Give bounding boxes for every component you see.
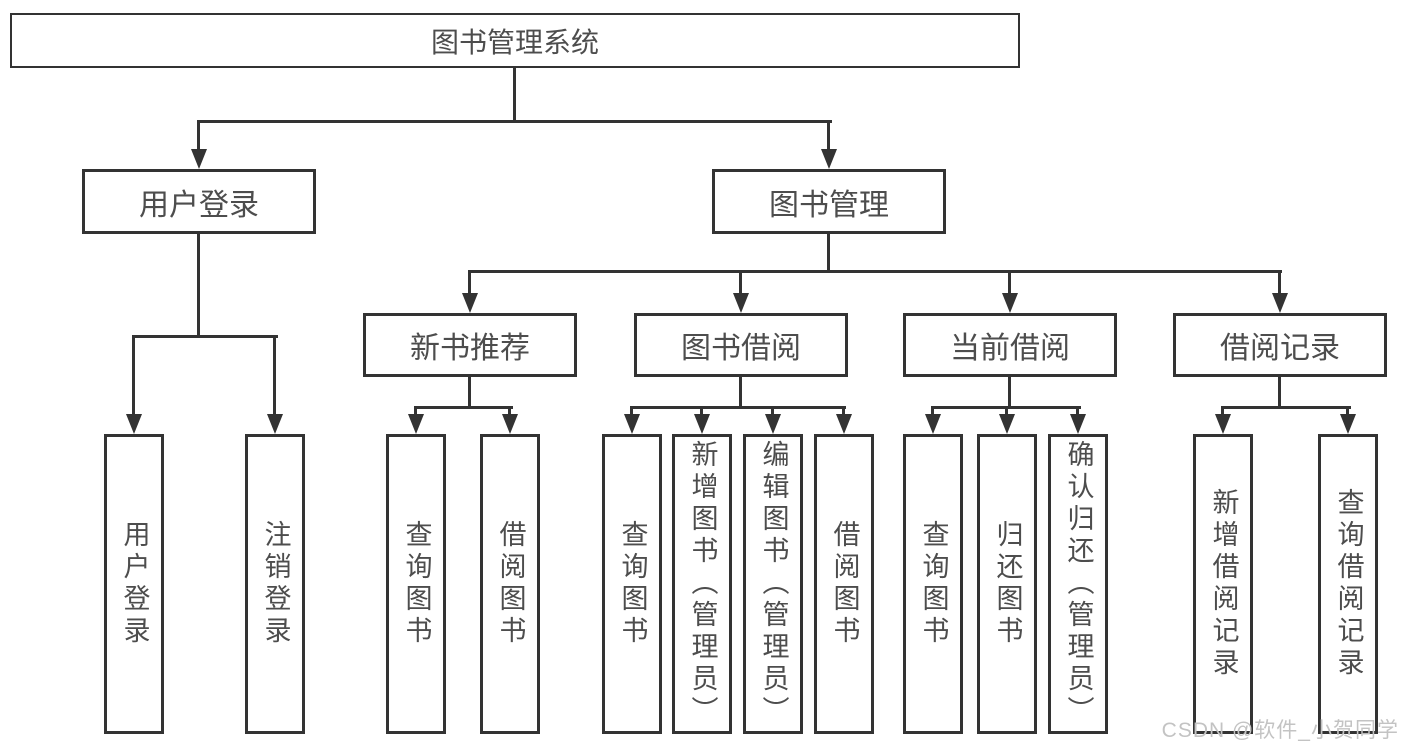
arrowhead-icon <box>821 149 837 169</box>
arrowhead-icon <box>1272 293 1288 313</box>
arrowhead-icon <box>1340 414 1356 434</box>
connector-line <box>197 234 200 338</box>
arrowhead-icon <box>126 414 142 434</box>
connector-line <box>468 377 471 409</box>
connector-line <box>1278 270 1281 298</box>
connector-line <box>197 120 832 123</box>
connector-line <box>1076 406 1079 418</box>
leaf-borrow-books-2: 借阅图书 <box>814 434 874 734</box>
node-current-borrow: 当前借阅 <box>903 313 1117 377</box>
arrowhead-icon <box>267 414 283 434</box>
arrowhead-icon <box>733 293 749 313</box>
connector-line <box>1221 406 1224 418</box>
leaf-label: 借阅图书 <box>495 520 526 648</box>
leaf-label: 注销登录 <box>260 520 291 648</box>
arrowhead-icon <box>462 293 478 313</box>
leaf-label: 查询图书 <box>617 520 648 648</box>
arrowhead-icon <box>999 414 1015 434</box>
connector-line <box>197 120 200 152</box>
arrowhead-icon <box>1070 414 1086 434</box>
leaf-user-login: 用户登录 <box>104 434 164 734</box>
connector-line <box>513 68 516 123</box>
node-user-login: 用户登录 <box>82 169 316 234</box>
connector-line <box>414 406 417 418</box>
leaf-query-books-2: 查询图书 <box>602 434 662 734</box>
arrowhead-icon <box>925 414 941 434</box>
connector-line <box>468 270 471 298</box>
connector-line <box>468 270 1282 273</box>
leaf-label: 查询图书 <box>401 520 432 648</box>
leaf-label: 借阅图书 <box>829 520 860 648</box>
node-borrow-records: 借阅记录 <box>1173 313 1387 377</box>
arrowhead-icon <box>836 414 852 434</box>
connector-line <box>1221 406 1351 409</box>
leaf-borrow-books-1: 借阅图书 <box>480 434 540 734</box>
connector-line <box>827 234 830 273</box>
leaf-label: 用户登录 <box>119 520 150 648</box>
connector-line <box>827 120 830 152</box>
leaf-logout: 注销登录 <box>245 434 305 734</box>
arrowhead-icon <box>624 414 640 434</box>
node-root: 图书管理系统 <box>10 13 1020 68</box>
leaf-query-borrow-record: 查询借阅记录 <box>1318 434 1378 734</box>
leaf-return-books: 归还图书 <box>977 434 1037 734</box>
leaf-label: 新增借阅记录 <box>1208 488 1239 680</box>
leaf-label: 新增图书（管理员） <box>687 440 718 728</box>
connector-line <box>508 406 511 418</box>
leaf-edit-book-admin: 编辑图书（管理员） <box>743 434 803 734</box>
connector-line <box>1278 377 1281 409</box>
connector-line <box>739 377 742 409</box>
connector-line <box>132 335 278 338</box>
connector-line <box>630 406 633 418</box>
arrowhead-icon <box>1215 414 1231 434</box>
node-book-borrow: 图书借阅 <box>634 313 848 377</box>
leaf-query-books-3: 查询图书 <box>903 434 963 734</box>
leaf-label: 查询图书 <box>918 520 949 648</box>
leaf-label: 确认归还（管理员） <box>1063 440 1094 728</box>
connector-line <box>931 406 934 418</box>
arrowhead-icon <box>1002 293 1018 313</box>
leaf-label: 编辑图书（管理员） <box>758 440 789 728</box>
connector-line <box>700 406 703 418</box>
connector-line <box>842 406 845 418</box>
leaf-add-borrow-record: 新增借阅记录 <box>1193 434 1253 734</box>
connector-line <box>1346 406 1349 418</box>
leaf-add-book-admin: 新增图书（管理员） <box>672 434 732 734</box>
arrowhead-icon <box>694 414 710 434</box>
connector-line <box>1005 406 1008 418</box>
arrowhead-icon <box>765 414 781 434</box>
arrowhead-icon <box>191 149 207 169</box>
connector-line <box>1008 270 1011 298</box>
connector-line <box>771 406 774 418</box>
csdn-watermark: CSDN @软件_小贺同学 <box>1161 719 1399 742</box>
connector-line <box>273 335 276 417</box>
node-new-book-recommend: 新书推荐 <box>363 313 577 377</box>
connector-line <box>414 406 513 409</box>
arrowhead-icon <box>408 414 424 434</box>
leaf-label: 查询借阅记录 <box>1333 488 1364 680</box>
leaf-query-books-1: 查询图书 <box>386 434 446 734</box>
node-book-management: 图书管理 <box>712 169 946 234</box>
leaf-label: 归还图书 <box>992 520 1023 648</box>
connector-line <box>132 335 135 417</box>
connector-line <box>1008 377 1011 409</box>
connector-line <box>739 270 742 298</box>
arrowhead-icon <box>502 414 518 434</box>
connector-line <box>630 406 846 409</box>
leaf-confirm-return-admin: 确认归还（管理员） <box>1048 434 1108 734</box>
